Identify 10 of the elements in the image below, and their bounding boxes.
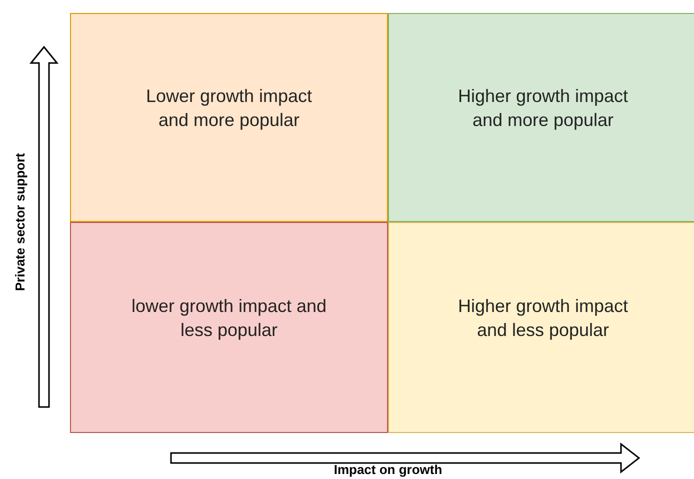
axis-label: Private sector support [12,153,28,291]
quadrant-box [70,222,388,433]
quadrant-label: Higher growth impact and less popular [456,294,630,342]
quadrant-label: Higher growth impact and more popular [456,84,630,132]
axis-label: Impact on growth [334,463,442,477]
quadrant-box [388,13,694,222]
quadrant-label: lower growth impact and less popular [131,294,327,342]
quadrant-box [388,222,694,433]
quadrant-label: Lower growth impact and more popular [144,84,314,132]
quadrant-box [70,13,388,222]
